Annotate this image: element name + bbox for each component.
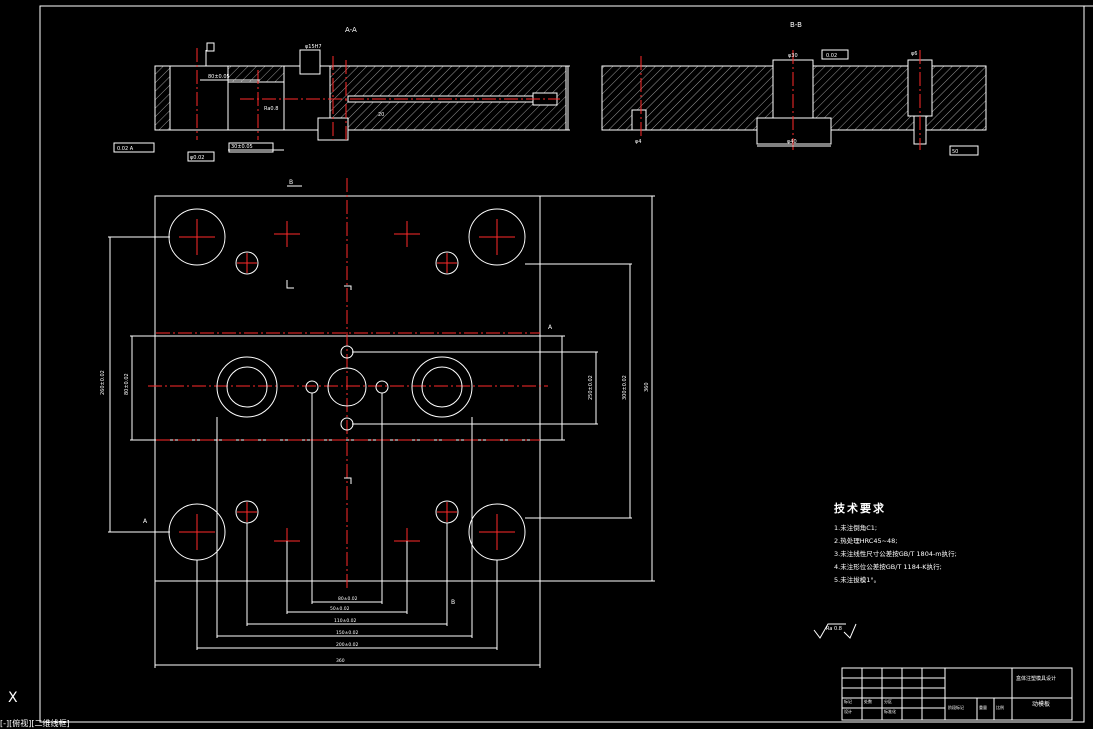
tech-item: 3.未注线性尺寸公差按GB/T 1804-m执行;	[834, 550, 957, 558]
tech-item: 5.未注拔模1°。	[834, 576, 881, 584]
ucs-axis-icon: X	[8, 690, 18, 706]
tol-b-1: 0.02	[826, 53, 837, 59]
dim-plan-b6: 360	[336, 658, 345, 664]
part-name: 动模板	[1032, 700, 1050, 708]
dim-plan-b3: 110±0.02	[334, 618, 357, 624]
section-b-view: B-B φ30 0.02 φ40 φ4 φ6 50	[601, 21, 987, 156]
dim-b-5: 50	[952, 149, 958, 155]
drawing-name: 盒体注塑模具设计	[1016, 675, 1056, 682]
technical-requirements: 技术要求 1.未注倒角C1; 2.热处理HRC45~48; 3.未注线性尺寸公差…	[834, 500, 957, 587]
tech-title: 技术要求	[834, 502, 886, 515]
dim-b-1: φ30	[788, 53, 798, 59]
tech-item: 4.未注形位公差按GB/T 1184-K执行;	[834, 563, 942, 571]
roughness-value: Ra 0.8	[826, 626, 842, 632]
tb-label-count: 处数	[864, 698, 872, 704]
dim-b-2: φ40	[787, 139, 797, 145]
dim-plan-v3: 250±0.02	[588, 375, 594, 400]
drawing-border	[39, 5, 1085, 723]
tol-a-1: 0.02 A	[117, 146, 134, 152]
dim-plan-v4: 300±0.02	[622, 375, 628, 400]
tb-label-design: 设计	[844, 708, 852, 714]
dim-a-1: 80±0.05	[208, 74, 230, 80]
tb-label-mark: 标记	[844, 698, 852, 704]
tb-label-zone: 分区	[884, 698, 892, 704]
dim-plan-v5: 360	[644, 382, 650, 392]
dim-plan-v1: 260±0.02	[100, 370, 106, 395]
dim-a-3: 20	[378, 112, 384, 118]
tb-label-stage: 阶段标记	[948, 704, 964, 710]
dim-plan-b4: 150±0.02	[336, 630, 359, 636]
roughness-symbol: Ra 0.8	[813, 623, 857, 639]
dim-a-4: φ15H7	[305, 44, 322, 50]
viewport-status-label[interactable]: [-][俯视][二维线框]	[0, 719, 70, 728]
marker-b-bottom: B	[451, 599, 455, 606]
marker-a-left: A	[143, 518, 148, 525]
dim-plan-b1: 80±0.02	[338, 596, 358, 602]
dim-a-5: Ra0.8	[264, 106, 278, 112]
marker-b-top: B	[289, 179, 293, 186]
tb-label-weight: 重量	[979, 704, 987, 710]
section-b-label: B-B	[790, 21, 802, 29]
tb-label-scale: 比例	[996, 704, 1004, 710]
title-block: 盒体注塑模具设计 动模板 标记 处数 分区 设计 标准化 阶段标记 重量 比例	[841, 667, 1073, 721]
plan-view: 260±0.02 80±0.02 250±0.02 300±0.02 360 8…	[100, 178, 655, 668]
dim-a-2: 30±0.05	[231, 144, 253, 150]
dim-b-4: φ6	[911, 51, 917, 57]
tech-item: 2.热处理HRC45~48;	[834, 537, 898, 545]
section-a-label: A-A	[345, 26, 357, 34]
dim-plan-v2: 80±0.02	[124, 373, 130, 395]
tech-item: 1.未注倒角C1;	[834, 524, 878, 532]
dim-plan-b2: 50±0.02	[330, 606, 350, 612]
dim-b-3: φ4	[635, 139, 641, 145]
marker-a-right: A	[548, 324, 553, 331]
section-a-view: A-A 80±0.05 30±0.05 20 φ15H7 Ra0.8 0.02 …	[113, 26, 570, 162]
tb-label-std: 标准化	[884, 708, 896, 714]
tol-a-2: φ0.02	[190, 155, 204, 161]
dim-plan-b5: 200±0.02	[336, 642, 359, 648]
